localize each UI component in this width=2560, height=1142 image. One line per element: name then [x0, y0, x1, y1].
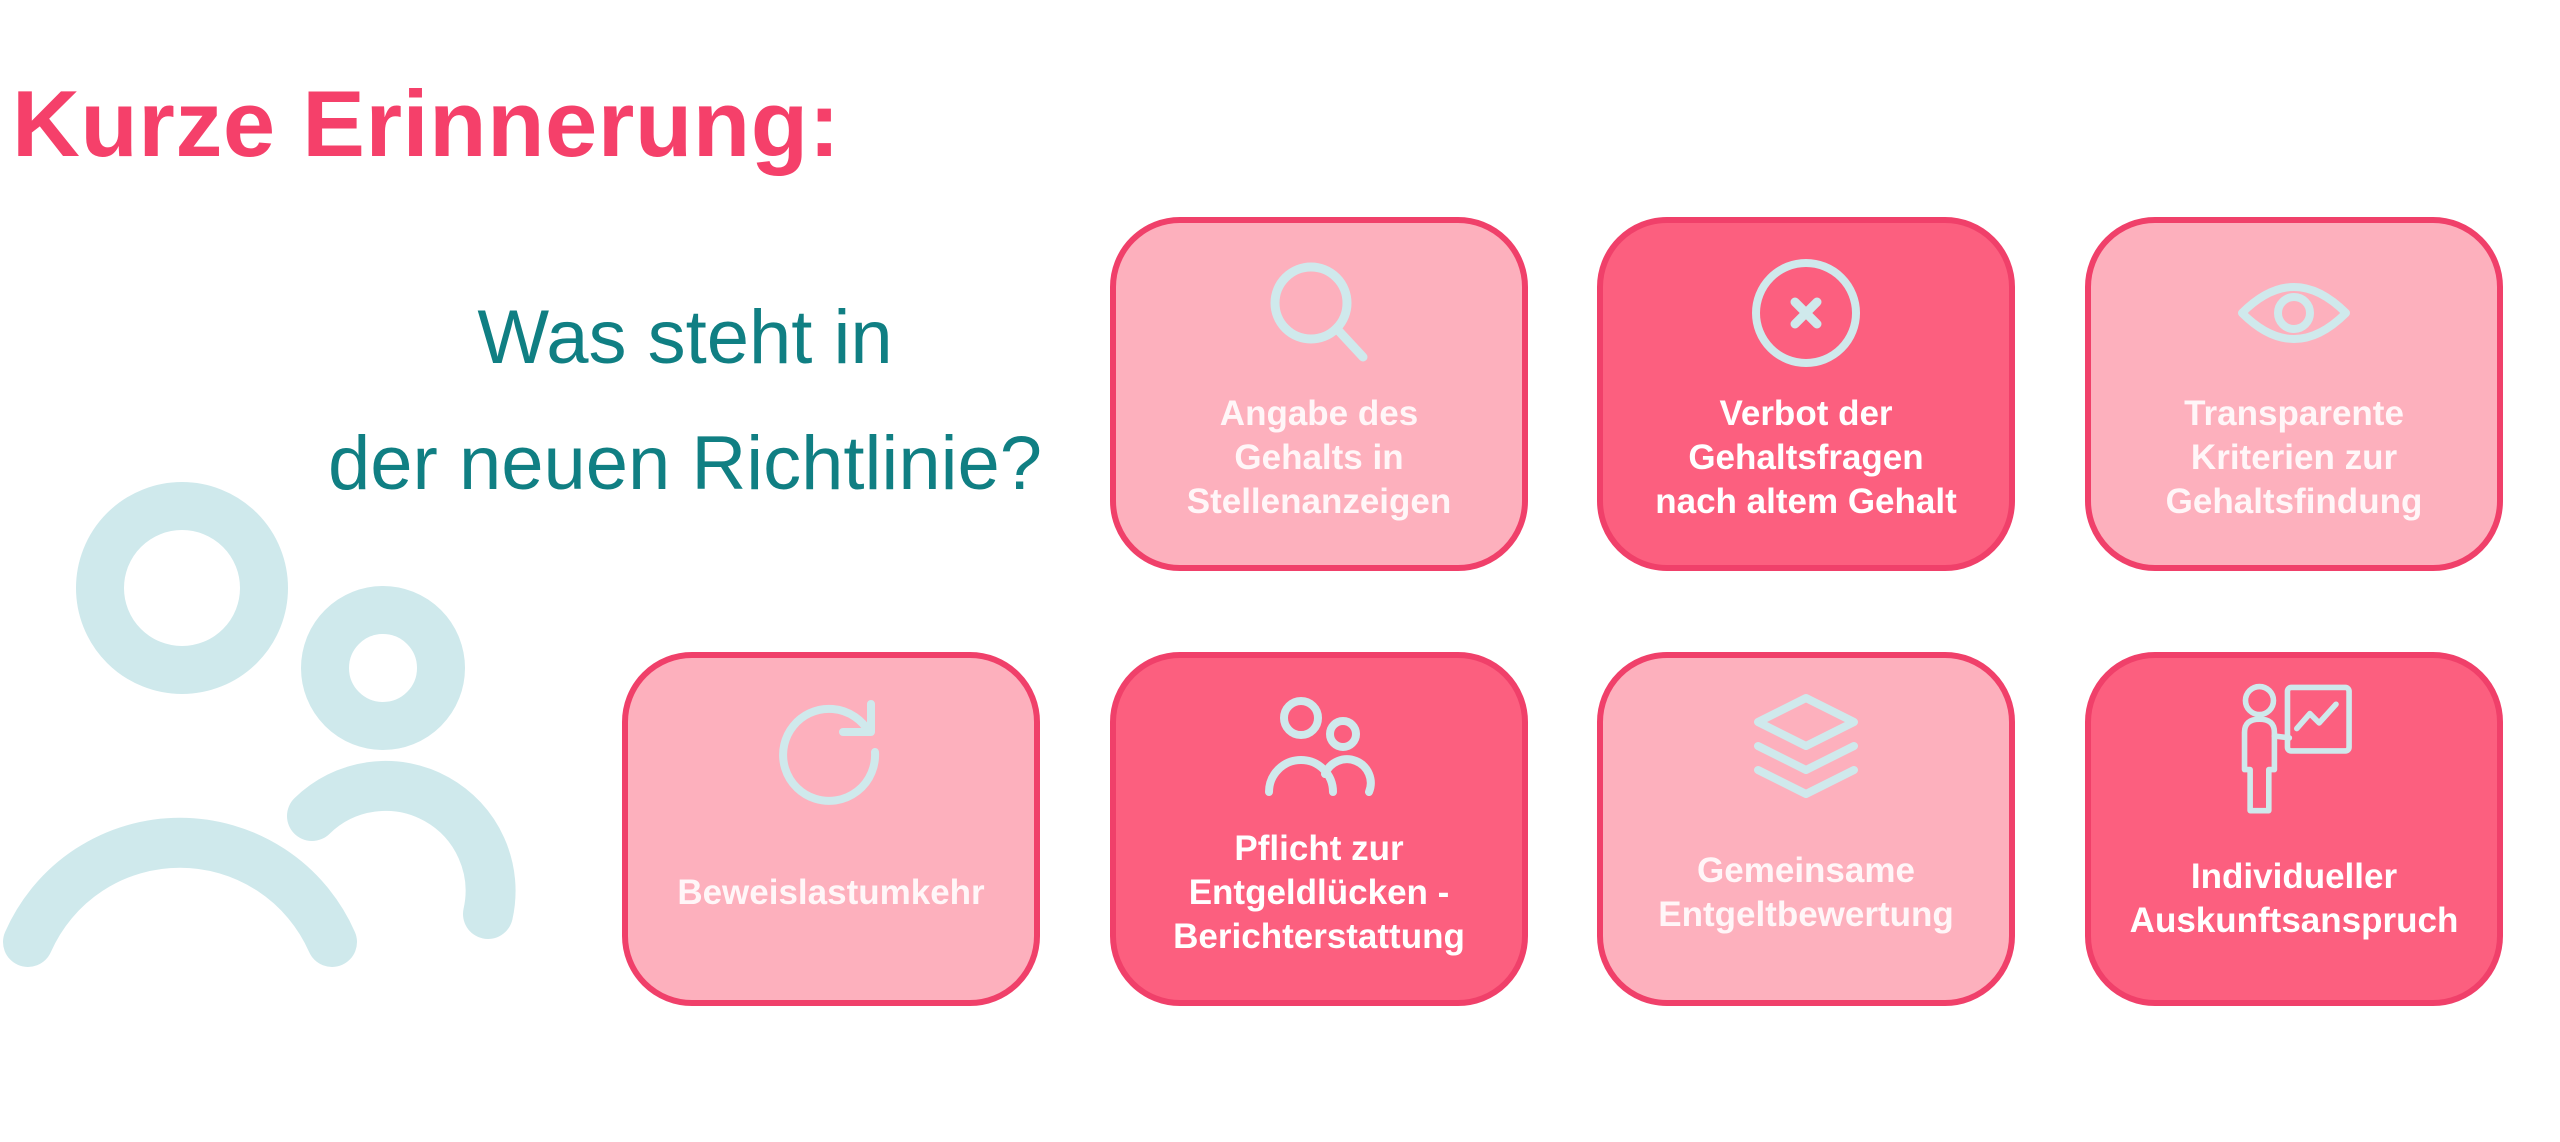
card-label: Pflicht zur Entgeldlücken - Berichtersta…	[1173, 829, 1465, 956]
card-label: Angabe des Gehalts in Stellenanzeigen	[1186, 394, 1452, 521]
question-line-2: der neuen Richtlinie?	[327, 421, 1043, 506]
card-label: Beweislastumkehr	[677, 873, 985, 912]
people-illustration-icon	[3, 482, 516, 967]
page-title: Kurze Erinnerung:	[12, 71, 841, 176]
search-icon	[1270, 262, 1368, 362]
users-icon	[1265, 697, 1375, 796]
card-joint-pay-assessment: Gemeinsame Entgeltbewertung	[1597, 652, 2015, 1006]
card-salary-in-job-ads: Angabe des Gehalts in Stellenanzeigen	[1110, 217, 1528, 571]
presentation-icon	[2241, 683, 2352, 814]
card-label: Individueller Auskunftsanspruch	[2129, 857, 2459, 940]
eye-icon	[2238, 283, 2350, 343]
card-label: Gemeinsame Entgeltbewertung	[1658, 851, 1954, 934]
question-line-1: Was steht in	[477, 295, 893, 380]
refresh-icon	[779, 700, 880, 805]
card-salary-history-ban: Verbot der Gehaltsfragen nach altem Geha…	[1597, 217, 2015, 571]
card-label: Verbot der Gehaltsfragen nach altem Geha…	[1655, 394, 1957, 521]
layers-icon	[1754, 694, 1858, 798]
card-pay-gap-reporting: Pflicht zur Entgeldlücken - Berichtersta…	[1110, 652, 1528, 1006]
card-burden-of-proof: Beweislastumkehr	[622, 652, 1040, 1006]
question-heading: Was steht in der neuen Richtlinie?	[300, 275, 1070, 527]
card-individual-information-right: Individueller Auskunftsanspruch	[2085, 652, 2503, 1006]
card-label: Transparente Kriterien zur Gehaltsfindun…	[2165, 394, 2423, 521]
card-transparent-criteria: Transparente Kriterien zur Gehaltsfindun…	[2085, 217, 2503, 571]
x-circle-icon	[1752, 259, 1860, 367]
